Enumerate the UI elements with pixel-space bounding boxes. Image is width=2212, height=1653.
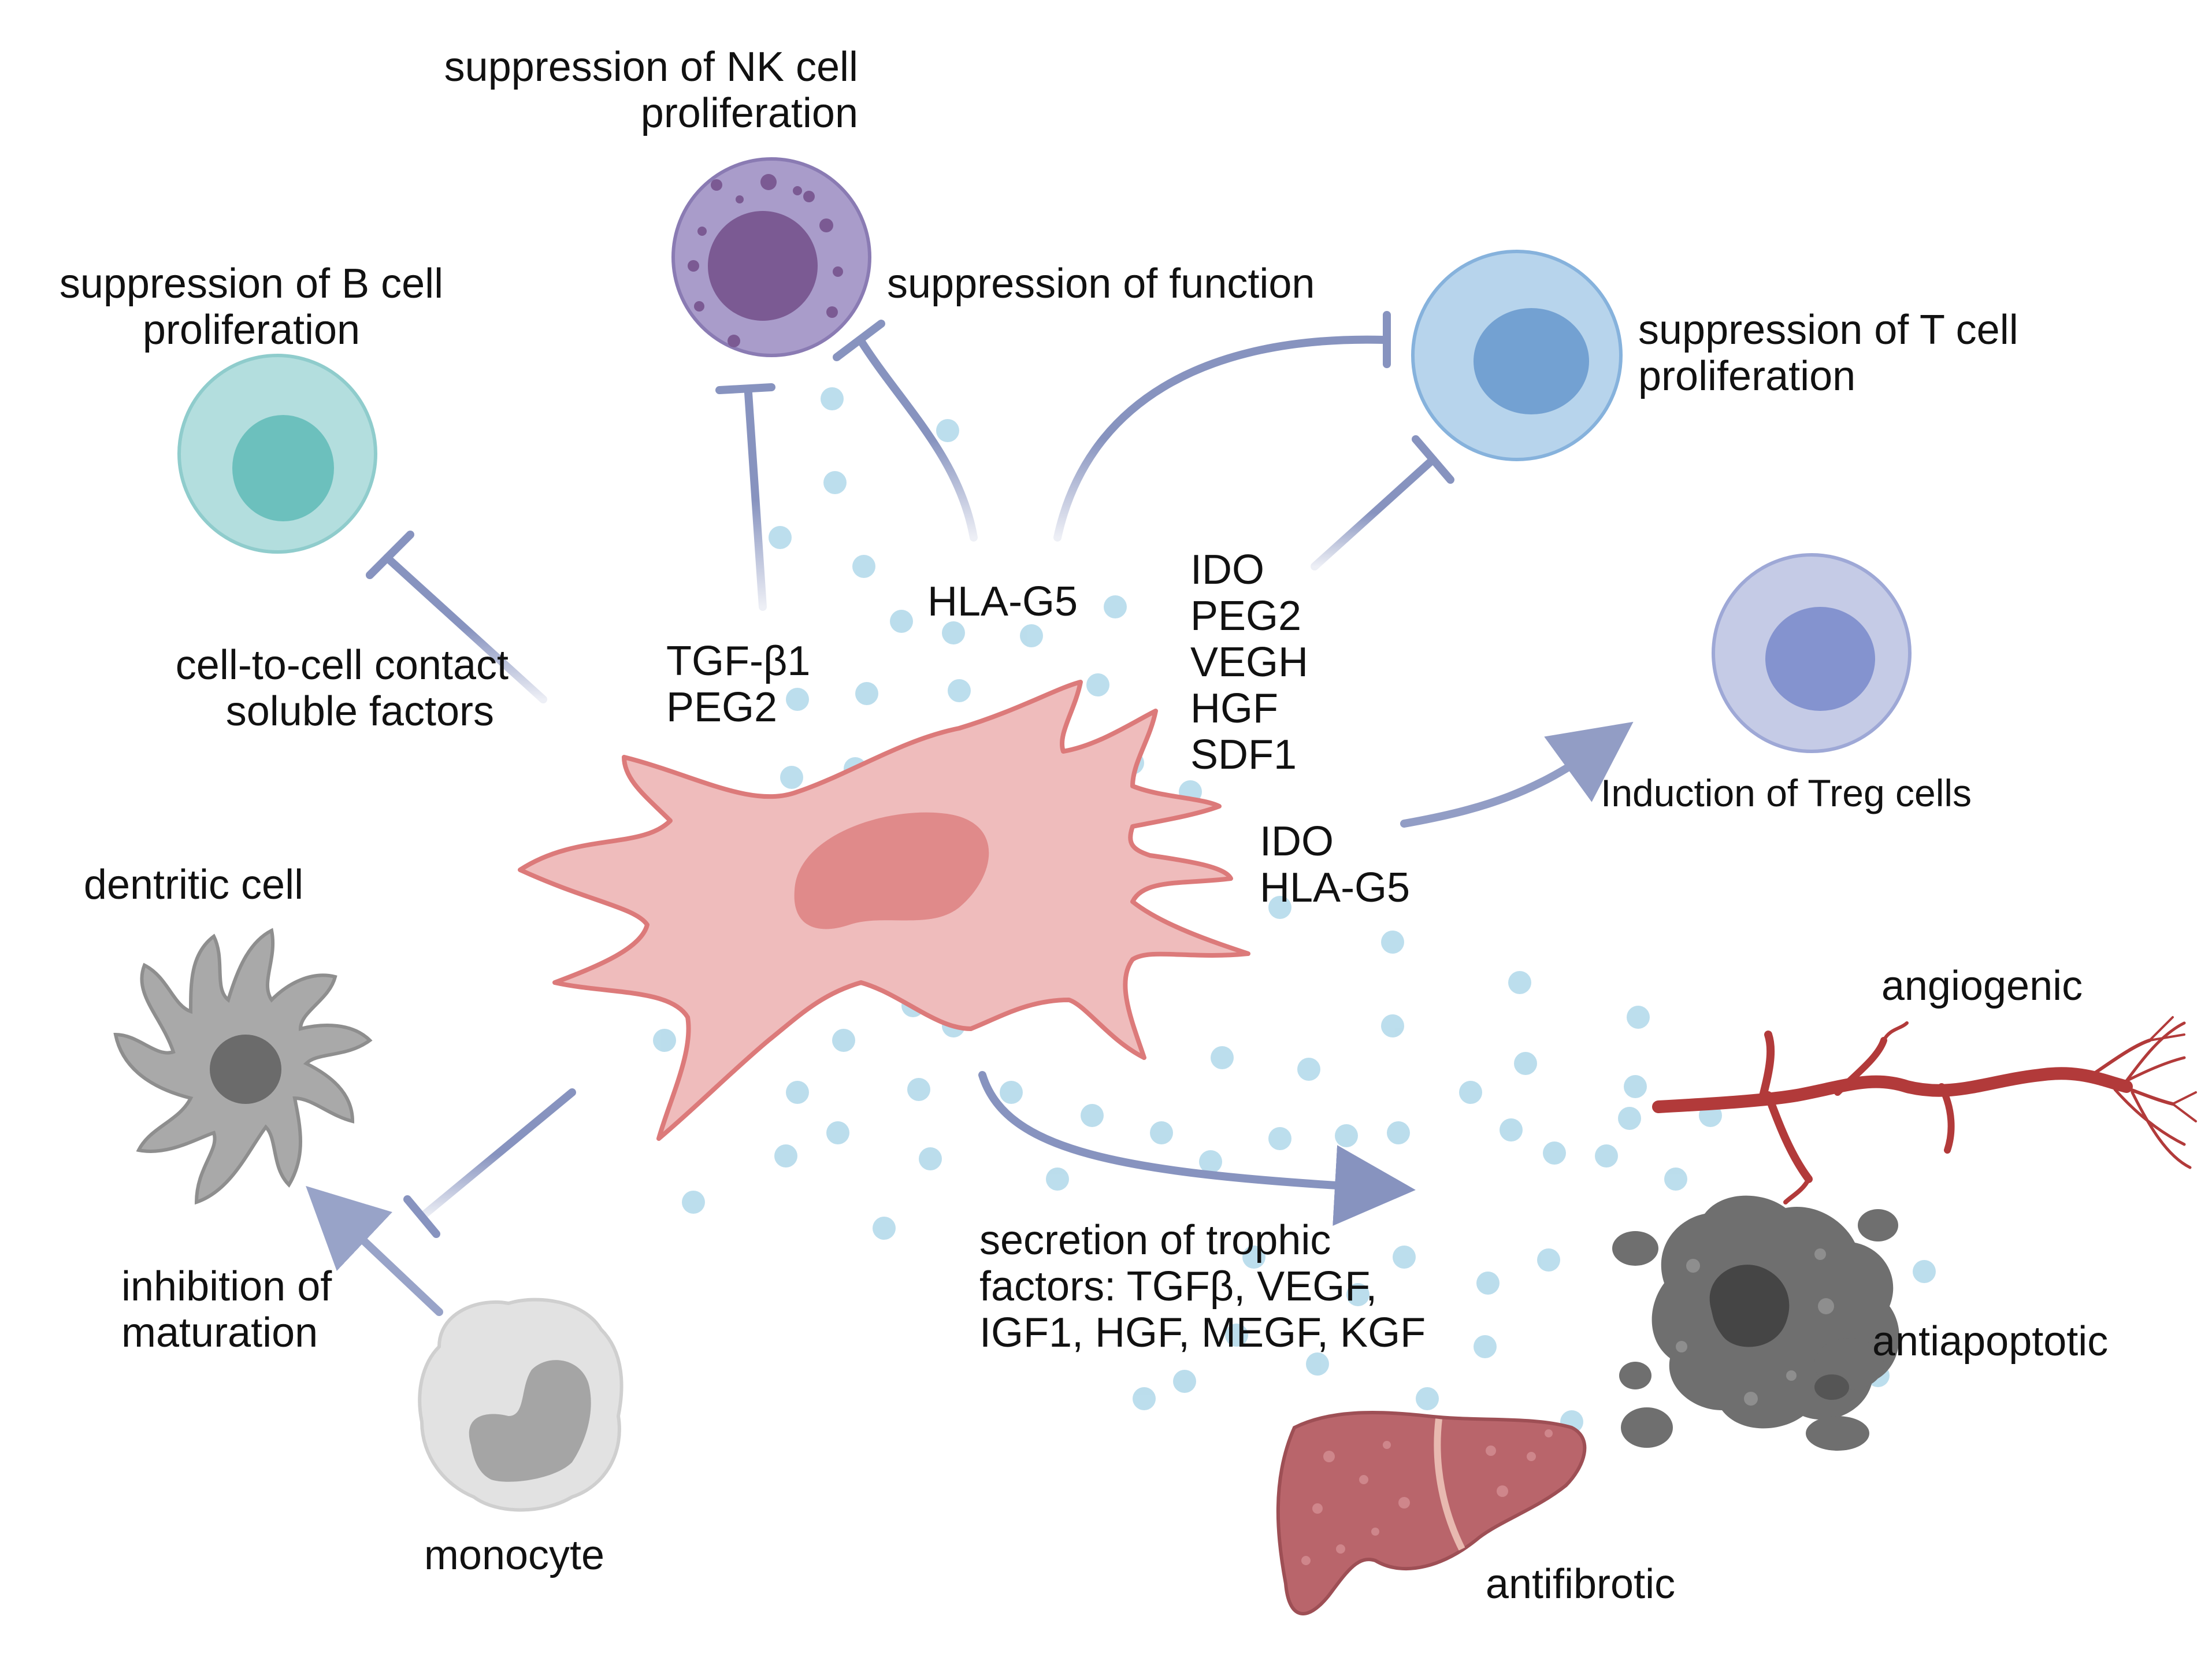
nk-label-line2: proliferation	[641, 90, 858, 136]
treg-factor-item: HLA-G5	[1260, 865, 1410, 911]
t-factor-item: PEG2	[1190, 593, 1301, 639]
inhibition-label-line1: inhibition of	[121, 1263, 332, 1310]
t-factor-item: HGF	[1190, 685, 1278, 732]
b-cell-inhibition-line	[366, 531, 547, 703]
trophic-factors-label: secretion of trophic factors: TGFβ, VEGF…	[979, 1217, 1426, 1356]
t-function-inhibition-line	[1053, 311, 1391, 542]
t-label-line1: suppression of T cell	[1638, 307, 2018, 353]
dendritic-cell-label: dentritic cell	[84, 862, 303, 908]
t-cell-label: suppression of T cell proliferation	[1638, 307, 2018, 399]
treg-cell-icon	[1712, 553, 1912, 753]
t-factor-list: IDO PEG2 VEGH HGF SDF1	[1190, 547, 1308, 778]
trophic-label-line1: secretion of trophic	[979, 1217, 1331, 1263]
contact-label: cell-to-cell contact soluble factors	[176, 642, 509, 735]
t-factor-item: IDO	[1190, 547, 1264, 593]
b-label-line1: suppression of B cell	[60, 261, 443, 307]
monocyte-label: monocyte	[424, 1532, 604, 1578]
peg2-label: PEG2	[666, 684, 777, 731]
contact-label-line1: cell-to-cell contact	[176, 642, 509, 688]
t-cell-icon	[1411, 250, 1623, 461]
t-label-line2: proliferation	[1638, 353, 1855, 399]
tgf-label: TGF-β1	[666, 638, 810, 684]
b-cell-icon	[177, 354, 377, 554]
inhibition-label-line2: maturation	[121, 1310, 318, 1356]
suppression-of-function-label: suppression of function	[887, 261, 1315, 307]
t-factor-item: SDF1	[1190, 732, 1297, 778]
trophic-label-line2: factors: TGFβ, VEGF,	[979, 1263, 1377, 1310]
secreted-vesicles	[653, 387, 1936, 1433]
nk-function-inhibition-line	[833, 320, 978, 542]
trophic-secretion-arrow	[978, 1071, 1416, 1226]
nk-cell-icon	[671, 157, 871, 357]
antiapoptotic-label: antiapoptotic	[1872, 1318, 2108, 1365]
treg-induction-arrow	[1400, 721, 1634, 828]
contact-label-line2: soluble factors	[226, 688, 494, 735]
nk-label-line1: suppression of NK cell	[444, 44, 858, 90]
trophic-label-line3: IGF1, HGF, MEGF, KGF	[979, 1310, 1426, 1356]
nk-proliferation-inhibition-line	[715, 383, 775, 611]
monocyte-to-dendritic-arrow	[306, 1185, 443, 1316]
b-cell-label: suppression of B cell proliferation	[60, 261, 443, 353]
b-label-line2: proliferation	[143, 307, 360, 353]
treg-factor-list: IDO HLA-G5	[1260, 818, 1410, 911]
nk-cell-label: suppression of NK cell proliferation	[444, 44, 858, 136]
antifibrotic-label: antifibrotic	[1486, 1561, 1675, 1607]
hla-g5-label: HLA-G5	[927, 579, 1078, 625]
dendritic-cell-icon	[113, 928, 373, 1205]
tgf-peg2-label: TGF-β1 PEG2	[666, 638, 810, 731]
mesenchymal-stem-cell-icon	[518, 680, 1250, 1141]
t-proliferation-inhibition-line	[1311, 435, 1454, 570]
inhibition-label: inhibition of maturation	[121, 1263, 332, 1356]
monocyte-icon	[418, 1298, 623, 1512]
dendritic-maturation-inhibition-line	[403, 1088, 576, 1238]
angiogenic-label: angiogenic	[1881, 963, 2083, 1009]
t-factor-item: VEGH	[1190, 639, 1308, 685]
treg-induction-label: Induction of Treg cells	[1601, 772, 1972, 814]
treg-factor-item: IDO	[1260, 818, 1334, 865]
blood-vessel-icon	[1652, 1016, 2197, 1204]
apoptotic-cell-icon	[1612, 1195, 1899, 1451]
liver-icon	[1276, 1411, 1587, 1615]
